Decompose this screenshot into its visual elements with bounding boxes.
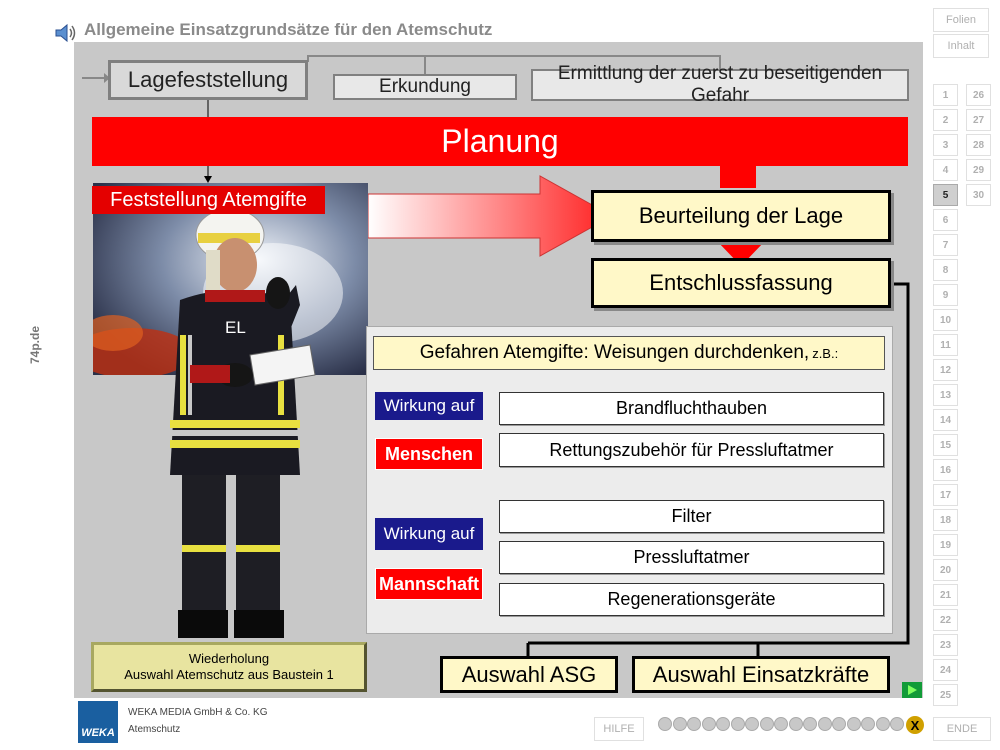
- inhalt-button[interactable]: Inhalt: [933, 34, 989, 58]
- progress-dot: [745, 717, 759, 731]
- wiederholung-line2: Auswahl Atemschutz aus Baustein 1: [124, 667, 334, 682]
- gefahren-zb: z.B.:: [812, 345, 839, 361]
- page-button-19[interactable]: 19: [933, 534, 958, 556]
- progress-dot: [672, 717, 687, 731]
- progress-dot: [658, 717, 672, 731]
- progress-dot: [832, 717, 846, 731]
- ermittlung-box: Ermittlung der zuerst zu beseitigenden G…: [531, 63, 909, 106]
- page-button-23[interactable]: 23: [933, 634, 958, 656]
- close-x-button[interactable]: X: [906, 716, 924, 734]
- page-button-3[interactable]: 3: [933, 134, 958, 156]
- page-button-8[interactable]: 8: [933, 259, 958, 281]
- ende-button[interactable]: ENDE: [933, 717, 991, 741]
- progress-dot: [890, 717, 904, 731]
- page-button-29[interactable]: 29: [966, 159, 991, 181]
- page-button-16[interactable]: 16: [933, 459, 958, 481]
- page-button-13[interactable]: 13: [933, 384, 958, 406]
- hilfe-button[interactable]: HILFE: [594, 717, 644, 741]
- firefighter-figure: [170, 208, 316, 638]
- page-button-30[interactable]: 30: [966, 184, 991, 206]
- play-icon: [908, 685, 917, 695]
- progress-dot: [759, 717, 774, 731]
- page-button-18[interactable]: 18: [933, 509, 958, 531]
- progress-dot: [846, 717, 861, 731]
- menschen-label: Menschen: [375, 438, 483, 470]
- page-button-1[interactable]: 1: [933, 84, 958, 106]
- page-button-12[interactable]: 12: [933, 359, 958, 381]
- wiederholung-button[interactable]: Wiederholung Auswahl Atemschutz aus Baus…: [91, 642, 367, 692]
- page-button-5[interactable]: 5: [933, 184, 958, 206]
- wiederholung-line1: Wiederholung: [188, 651, 270, 666]
- lagefeststellung-box: Lagefeststellung: [108, 60, 308, 100]
- mannschaft-label: Mannschaft: [375, 568, 483, 600]
- weka-logo: WEKA: [78, 701, 118, 743]
- page-button-15[interactable]: 15: [933, 434, 958, 456]
- page-button-17[interactable]: 17: [933, 484, 958, 506]
- footer-product: Atemschutz: [128, 724, 181, 735]
- progress-dot: [701, 717, 716, 731]
- side-watermark-label: 74p.de: [28, 325, 42, 364]
- next-play-button[interactable]: [902, 682, 922, 698]
- progress-dot: [817, 717, 832, 731]
- page-button-25[interactable]: 25: [933, 684, 958, 706]
- page-button-22[interactable]: 22: [933, 609, 958, 631]
- item-rettungszubehoer: Rettungszubehör für Pressluftatmer: [499, 433, 884, 467]
- progress-dot: [875, 717, 890, 731]
- page-title: Allgemeine Einsatzgrundsätze für den Ate…: [84, 20, 493, 39]
- page-button-9[interactable]: 9: [933, 284, 958, 306]
- page-button-24[interactable]: 24: [933, 659, 958, 681]
- page-button-14[interactable]: 14: [933, 409, 958, 431]
- page-button-26[interactable]: 26: [966, 84, 991, 106]
- folien-button[interactable]: Folien: [933, 8, 989, 32]
- feststellung-atemgifte-label: Feststellung Atemgifte: [92, 186, 325, 214]
- page-button-10[interactable]: 10: [933, 309, 958, 331]
- item-regenerationsgeraete: Regenerationsgeräte: [499, 583, 884, 616]
- item-brandfluchthauben: Brandfluchthauben: [499, 392, 884, 425]
- entschlussfassung-box: Entschlussfassung: [591, 258, 891, 308]
- wirkung-auf-label-1: Wirkung auf: [375, 392, 483, 420]
- progress-dot: [861, 717, 875, 731]
- footer-company: WEKA MEDIA GmbH & Co. KG: [128, 707, 268, 718]
- page-button-4[interactable]: 4: [933, 159, 958, 181]
- progress-dot: [687, 717, 701, 731]
- auswahl-einsatzkraefte-box: Auswahl Einsatzkräfte: [632, 656, 890, 693]
- progress-dot: [774, 717, 788, 731]
- page-button-28[interactable]: 28: [966, 134, 991, 156]
- page-button-2[interactable]: 2: [933, 109, 958, 131]
- el-badge: EL: [225, 318, 246, 337]
- page-button-11[interactable]: 11: [933, 334, 958, 356]
- item-pressluftatmer: Pressluftatmer: [499, 541, 884, 574]
- page-button-20[interactable]: 20: [933, 559, 958, 581]
- progress-dot: [716, 717, 730, 731]
- item-filter: Filter: [499, 500, 884, 533]
- beurteilung-box: Beurteilung der Lage: [591, 190, 891, 242]
- page-button-27[interactable]: 27: [966, 109, 991, 131]
- wirkung-auf-label-2: Wirkung auf: [375, 518, 483, 550]
- progress-dot: [803, 717, 817, 731]
- page-button-21[interactable]: 21: [933, 584, 958, 606]
- planung-banner: Planung: [92, 117, 908, 166]
- gefahren-title: Gefahren Atemgifte: Weisungen durchdenke…: [373, 336, 885, 370]
- auswahl-asg-box: Auswahl ASG: [440, 656, 618, 693]
- page-button-7[interactable]: 7: [933, 234, 958, 256]
- progress-dot: [730, 717, 745, 731]
- progress-dot: [788, 717, 803, 731]
- gefahren-title-text: Gefahren Atemgifte: Weisungen durchdenke…: [419, 342, 810, 363]
- page-button-6[interactable]: 6: [933, 209, 958, 231]
- speaker-icon[interactable]: [54, 22, 78, 44]
- erkundung-box: Erkundung: [333, 74, 517, 100]
